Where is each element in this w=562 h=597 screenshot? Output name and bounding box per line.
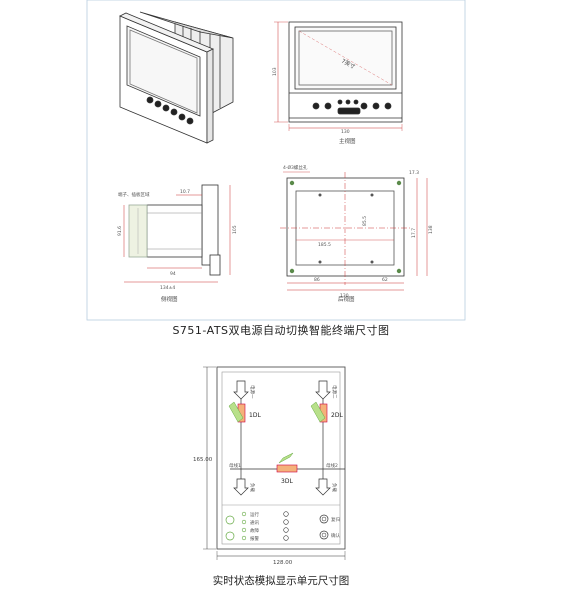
led-icon bbox=[283, 535, 289, 541]
reset-button-icon bbox=[319, 514, 329, 524]
side-view bbox=[123, 184, 231, 283]
led-icon bbox=[283, 511, 289, 517]
iso-button bbox=[162, 104, 170, 112]
back-view-caption: 后视图 bbox=[338, 295, 355, 303]
source2-arrow-icon bbox=[315, 380, 331, 400]
front-view bbox=[274, 21, 403, 131]
load2-arrow-icon bbox=[315, 478, 331, 496]
side-view-caption: 侧视图 bbox=[161, 295, 178, 303]
bus2-label: 母线2 bbox=[326, 462, 338, 469]
status-label-run: 运行 bbox=[250, 511, 259, 518]
front-button bbox=[345, 99, 351, 105]
source1-label: 电源一 bbox=[249, 385, 256, 399]
side-dim-right: 105 bbox=[232, 225, 238, 234]
switch-3dl-label: 3DL bbox=[281, 478, 293, 485]
iso-button bbox=[154, 100, 162, 108]
back-dim-right-a: 17.7 bbox=[411, 228, 417, 238]
status-led-icon bbox=[241, 535, 247, 541]
back-dim-bottom-right: 62 bbox=[382, 277, 388, 283]
switch-2dl-icon bbox=[310, 401, 328, 423]
switch-1dl-icon bbox=[228, 401, 246, 423]
front-button bbox=[360, 102, 368, 110]
led-icon bbox=[283, 527, 289, 533]
switch-1dl-label: 1DL bbox=[249, 412, 261, 419]
bottom-drawing bbox=[203, 366, 346, 560]
iso-button bbox=[178, 113, 186, 121]
front-button bbox=[324, 102, 332, 110]
back-dim-tr: 17.3 bbox=[409, 170, 419, 176]
back-dim-right-b: 138 bbox=[428, 225, 434, 234]
back-dim-center: 185.5 bbox=[318, 242, 331, 248]
status-led-icon bbox=[241, 511, 247, 517]
led-icon bbox=[283, 519, 289, 525]
status-label-comm: 通讯 bbox=[250, 519, 259, 526]
iso-button bbox=[170, 108, 178, 116]
source2-label: 电源二 bbox=[331, 385, 338, 399]
switch-3dl-icon bbox=[276, 452, 298, 473]
status-label-fault: 故障 bbox=[250, 527, 259, 534]
switch-2dl-label: 2DL bbox=[331, 412, 343, 419]
iso-button bbox=[186, 117, 194, 125]
front-button bbox=[312, 102, 320, 110]
front-height-label: 103 bbox=[272, 67, 278, 76]
status-led-icon bbox=[241, 519, 247, 525]
back-view bbox=[280, 171, 428, 291]
side-dim-mid: 94 bbox=[170, 271, 176, 277]
status-led-icon bbox=[241, 527, 247, 533]
side-dim-top: 10.7 bbox=[180, 189, 190, 195]
side-note-label: 端子、插板区域 bbox=[118, 191, 150, 198]
reset-button-label: 复归 bbox=[331, 516, 340, 523]
power-indicator-icon bbox=[225, 515, 235, 525]
status-label-alarm: 报警 bbox=[250, 535, 259, 542]
load1-label: 负载 bbox=[249, 483, 256, 492]
back-dim-left: 85.5 bbox=[362, 216, 368, 226]
bus1-label: 母线1 bbox=[229, 462, 241, 469]
iso-button bbox=[146, 96, 154, 104]
back-dim-bottom: 130 bbox=[340, 293, 349, 299]
top-drawing-border bbox=[86, 0, 466, 321]
isometric-view bbox=[119, 11, 234, 144]
source1-arrow-icon bbox=[233, 380, 249, 400]
back-dim-bottom-left: 86 bbox=[314, 277, 320, 283]
back-hole-label: 4-Ø3螺丝孔 bbox=[283, 164, 308, 171]
power-indicator-icon bbox=[225, 531, 235, 541]
front-button bbox=[337, 99, 343, 105]
width-dim-label: 128.00 bbox=[273, 560, 293, 566]
main-title: S751-ATS双电源自动切换智能终端尺寸图 bbox=[172, 324, 390, 337]
side-dim-left: 91.6 bbox=[117, 226, 123, 236]
load1-arrow-icon bbox=[233, 478, 249, 496]
front-view-caption: 主视图 bbox=[339, 137, 356, 145]
front-button bbox=[384, 102, 392, 110]
load2-label: 负载 bbox=[331, 483, 338, 492]
height-dim-label: 165.00 bbox=[193, 457, 213, 463]
front-button bbox=[372, 102, 380, 110]
bottom-title: 实时状态模拟显示单元尺寸图 bbox=[212, 575, 350, 587]
confirm-button-icon bbox=[319, 530, 329, 540]
front-button bbox=[353, 99, 359, 105]
confirm-button-label: 确认 bbox=[331, 532, 340, 539]
front-width-label: 130 bbox=[341, 129, 350, 135]
side-dim-bottom: 134±4 bbox=[160, 285, 175, 291]
